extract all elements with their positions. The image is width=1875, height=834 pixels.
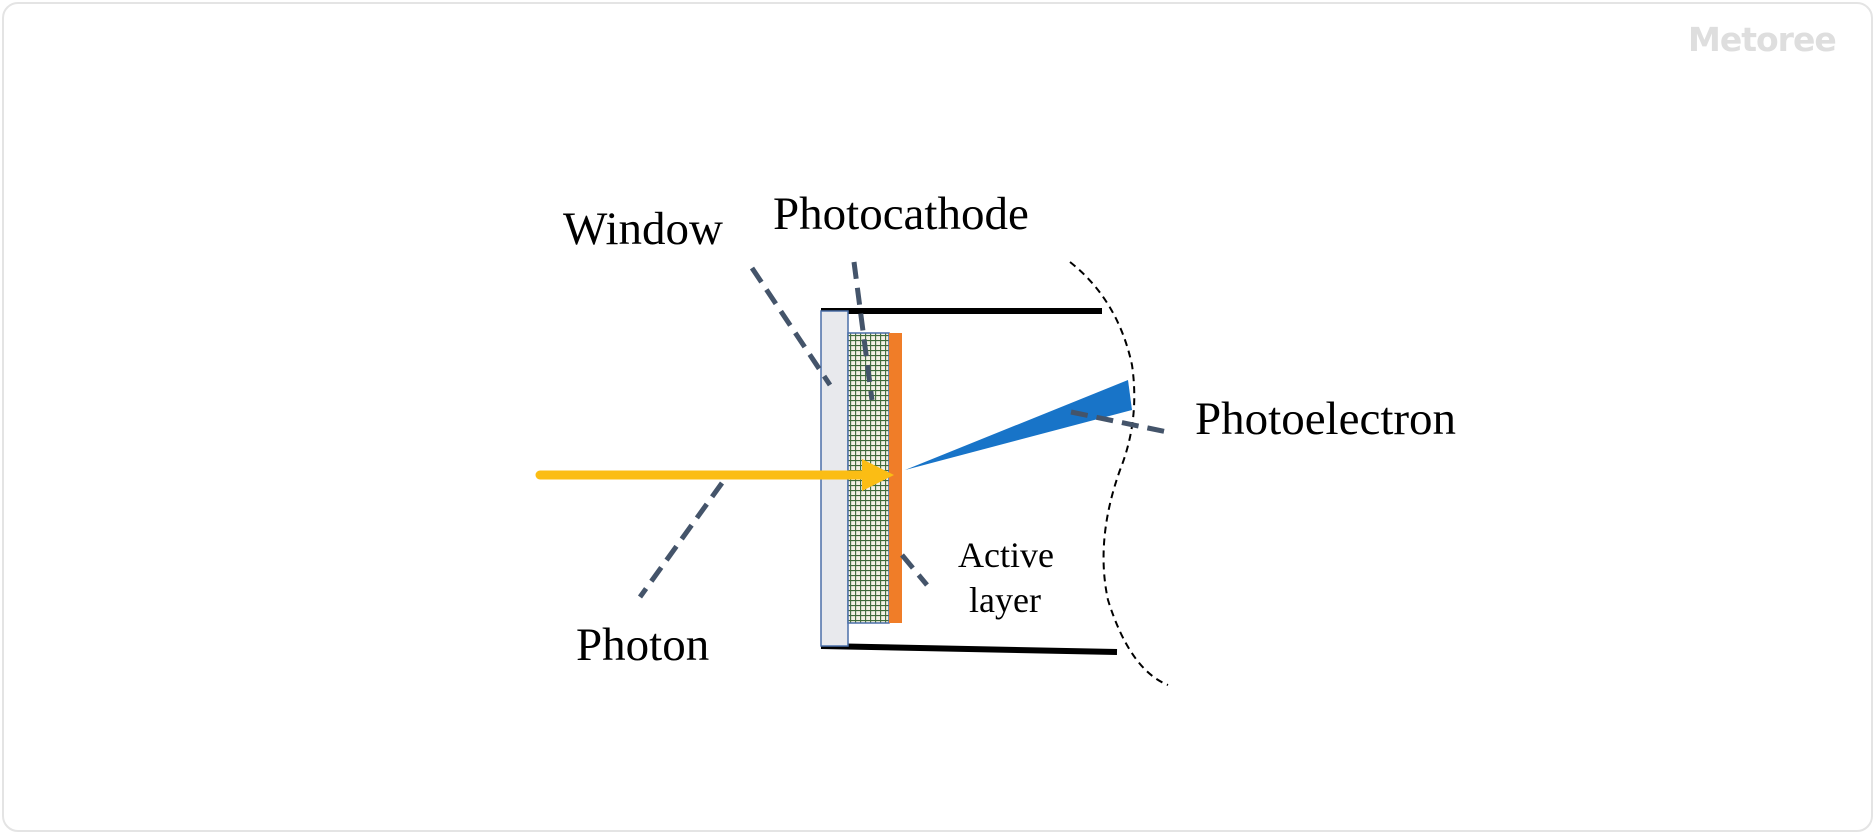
brand-watermark: Metoree: [1688, 20, 1837, 59]
tube-bottom-wall: [820, 643, 1118, 655]
window-leader-line: [749, 266, 833, 387]
photocathode-label: Photocathode: [773, 188, 1029, 240]
tube-break-curve: [1069, 261, 1169, 686]
active-layer-strip: [889, 333, 902, 623]
leader-lines: [637, 261, 929, 599]
tube-walls: [820, 308, 1118, 655]
photoelectron-beam: [905, 380, 1132, 470]
photon-arrowhead: [862, 459, 894, 491]
photon-leader-line: [637, 481, 725, 599]
active-layer-leader-line: [900, 553, 929, 587]
photoelectron-leader-line: [1070, 409, 1173, 436]
active-layer-label-line2: layer: [969, 580, 1041, 620]
window-label: Window: [563, 203, 723, 255]
photoelectron-label: Photoelectron: [1195, 393, 1456, 445]
photon-label: Photon: [576, 619, 709, 671]
photon-beam: [535, 459, 894, 491]
photocathode-leader-line: [851, 261, 875, 401]
active-layer-label-line1: Active: [958, 535, 1054, 575]
